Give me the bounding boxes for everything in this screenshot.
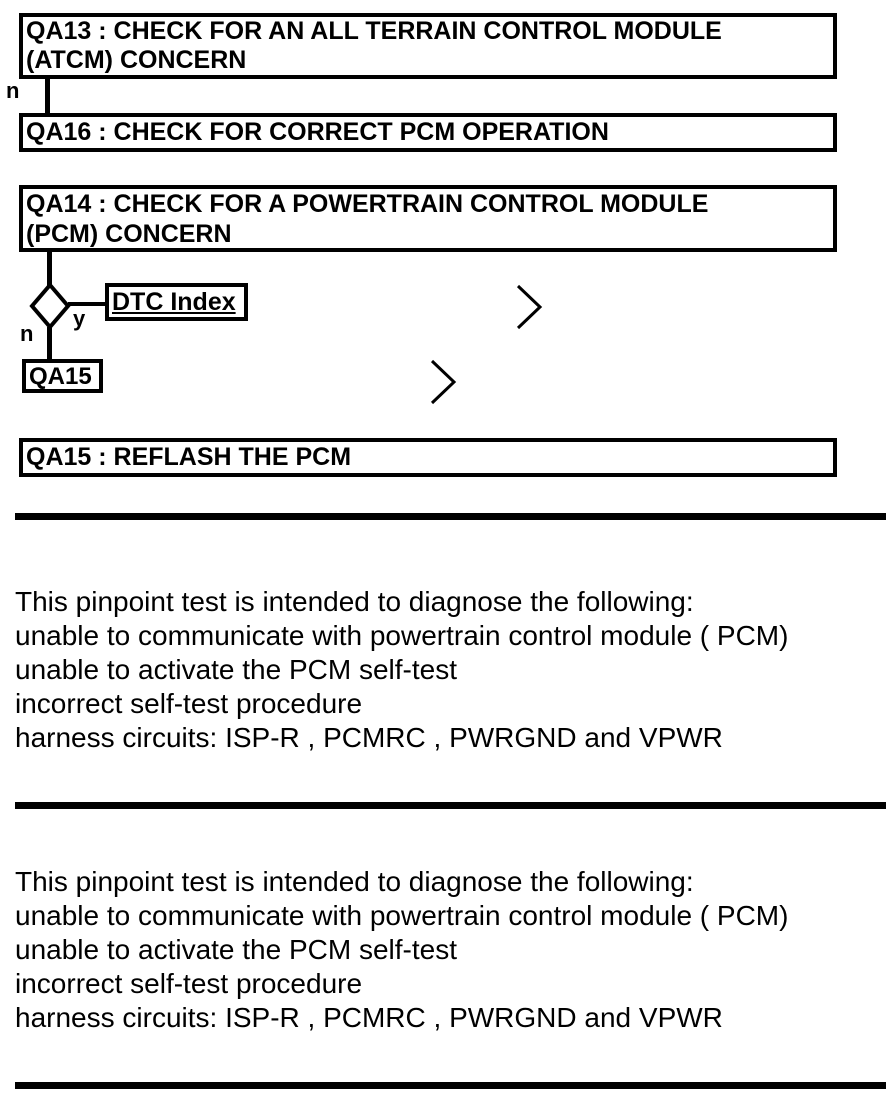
dtc-index-link-label[interactable]: DTC Index — [112, 288, 236, 316]
description-line: incorrect self-test procedure — [15, 968, 363, 999]
connector-decision-qa15 — [47, 327, 52, 360]
flow-box-qa14-line2: (PCM) CONCERN — [26, 220, 232, 248]
flow-box-qa15-reflash: QA15 : REFLASH THE PCM — [19, 438, 837, 477]
dtc-index-link[interactable]: DTC Index — [105, 283, 248, 321]
flow-box-qa13-line1: QA13 : CHECK FOR AN ALL TERRAIN CONTROL … — [26, 17, 722, 45]
section-divider — [15, 1082, 886, 1089]
decision-label-no: n — [20, 321, 34, 346]
pinpoint-description-1: This pinpoint test is intended to diagno… — [15, 585, 881, 755]
flow-box-qa16-title: QA16 : CHECK FOR CORRECT PCM OPERATION — [26, 118, 609, 146]
connector-qa13-qa16 — [45, 79, 50, 113]
description-line: incorrect self-test procedure — [15, 688, 363, 719]
flow-box-qa14: QA14 : CHECK FOR A POWERTRAIN CONTROL MO… — [19, 185, 837, 252]
chevron-right-icon — [430, 359, 457, 405]
flow-box-qa13-line2: (ATCM) CONCERN — [26, 46, 247, 74]
flow-box-qa15-reflash-title: QA15 : REFLASH THE PCM — [26, 443, 352, 471]
description-line: unable to communicate with powertrain co… — [15, 620, 789, 651]
description-line: harness circuits: ISP-R , PCMRC , PWRGND… — [15, 722, 723, 753]
section-divider — [15, 513, 886, 520]
description-line: unable to activate the PCM self-test — [15, 934, 457, 965]
description-line: harness circuits: ISP-R , PCMRC , PWRGND… — [15, 1002, 723, 1033]
connector-qa14-decision — [47, 252, 52, 286]
description-line: unable to communicate with powertrain co… — [15, 900, 789, 931]
decision-label-yes: y — [73, 306, 86, 331]
flow-box-qa15-ref-label: QA15 — [29, 363, 92, 390]
chevron-right-icon — [516, 284, 543, 330]
flow-box-qa15-ref: QA15 — [22, 359, 103, 393]
pinpoint-description-2: This pinpoint test is intended to diagno… — [15, 865, 881, 1035]
flow-box-qa16: QA16 : CHECK FOR CORRECT PCM OPERATION — [19, 113, 837, 152]
branch-label-n: n — [6, 78, 20, 103]
description-line: This pinpoint test is intended to diagno… — [15, 586, 694, 617]
flow-box-qa13: QA13 : CHECK FOR AN ALL TERRAIN CONTROL … — [19, 13, 837, 79]
section-divider — [15, 802, 886, 809]
connector-decision-dtc — [68, 302, 105, 306]
flow-box-qa14-line1: QA14 : CHECK FOR A POWERTRAIN CONTROL MO… — [26, 190, 709, 218]
decision-diamond — [29, 283, 71, 329]
description-line: This pinpoint test is intended to diagno… — [15, 866, 694, 897]
description-line: unable to activate the PCM self-test — [15, 654, 457, 685]
